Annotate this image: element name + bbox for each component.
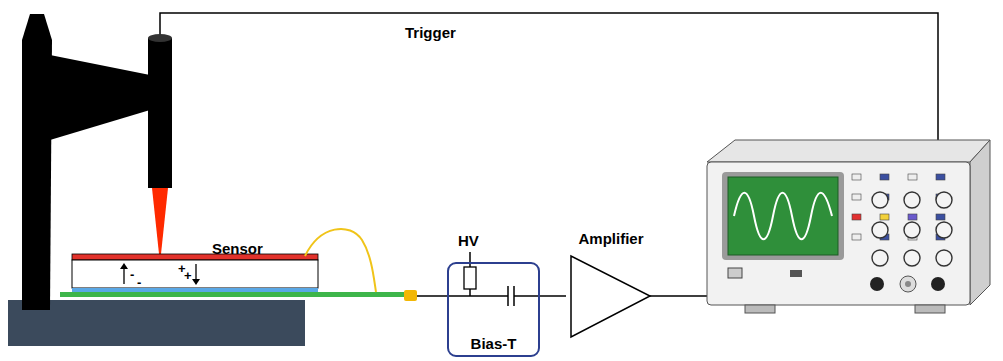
- scope-front: [707, 162, 970, 305]
- button: [908, 214, 917, 220]
- button: [728, 268, 742, 278]
- arrowhead: [192, 279, 200, 285]
- sma-connector: [404, 290, 417, 301]
- button: [790, 270, 802, 277]
- laser-beam: [152, 188, 168, 254]
- amplifier-symbol: [571, 256, 650, 337]
- scope-top: [707, 140, 990, 162]
- button: [936, 174, 945, 180]
- scope-side: [970, 140, 990, 305]
- wire-connector: [540, 296, 566, 297]
- button: [852, 234, 861, 240]
- back-electrode: [72, 288, 318, 292]
- screen-bezel: [722, 172, 844, 260]
- charge-sign: +: [184, 269, 192, 282]
- input-jack: [931, 277, 945, 291]
- capacitor-symbol: [507, 286, 509, 306]
- knob: [936, 250, 952, 266]
- stand-arm: [50, 55, 150, 140]
- input-jack: [900, 276, 916, 292]
- stand-post: [22, 14, 52, 310]
- knob: [872, 250, 888, 266]
- sensor-bulk: [72, 260, 318, 288]
- node-label: Bias-T: [471, 335, 517, 353]
- wire-connector: [412, 296, 447, 297]
- knob: [872, 192, 888, 208]
- top-electrode: [72, 254, 318, 260]
- button: [880, 214, 889, 220]
- button: [852, 174, 861, 180]
- knob-group: [852, 174, 952, 266]
- scope-screen: [728, 177, 838, 255]
- scope-foot: [745, 305, 775, 313]
- input-jack: [905, 281, 911, 287]
- button: [880, 174, 889, 180]
- node-label: Amplifier: [578, 230, 643, 248]
- signal-label: Trigger: [405, 24, 456, 42]
- button: [936, 214, 945, 220]
- amplifier-block: Amplifier: [566, 230, 656, 338]
- arrowhead: [120, 263, 128, 269]
- laser-head: [148, 38, 172, 188]
- knob: [872, 222, 888, 238]
- wire-bond: [305, 229, 376, 292]
- signal-wire: [447, 295, 508, 297]
- charge-sign: -: [130, 268, 134, 281]
- resistor-symbol: [464, 267, 476, 289]
- signal-wire: [514, 295, 540, 297]
- scope-foot: [915, 305, 945, 313]
- knob: [904, 222, 920, 238]
- pcb: [60, 292, 412, 297]
- knob: [904, 192, 920, 208]
- button: [852, 194, 861, 200]
- button: [908, 174, 917, 180]
- node-label: Sensor: [212, 240, 263, 258]
- knob: [936, 222, 952, 238]
- knob: [904, 250, 920, 266]
- supply-label: HV: [458, 232, 479, 250]
- waveform: [734, 193, 832, 240]
- input-jack: [870, 277, 884, 291]
- sensor-assembly: Sensor: [60, 240, 412, 300]
- laser-top: [148, 34, 172, 42]
- button: [852, 214, 861, 220]
- charge-sign: -: [137, 276, 141, 289]
- base-plate: [8, 300, 305, 346]
- bias-t-box: Bias-T: [447, 262, 540, 357]
- knob: [936, 192, 952, 208]
